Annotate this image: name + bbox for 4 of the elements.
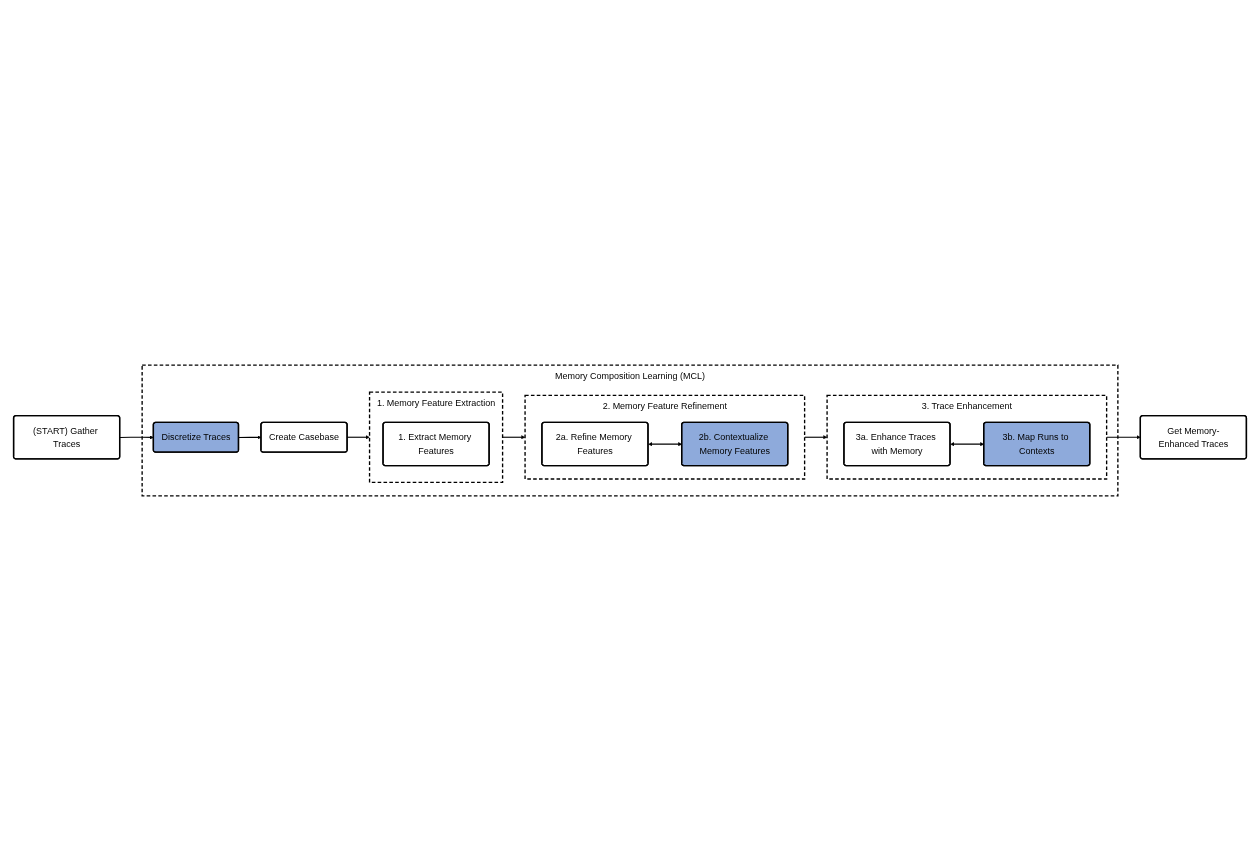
arrow — [949, 441, 984, 446]
arrow — [647, 441, 682, 446]
arrow — [346, 434, 370, 439]
arrow — [237, 434, 261, 439]
